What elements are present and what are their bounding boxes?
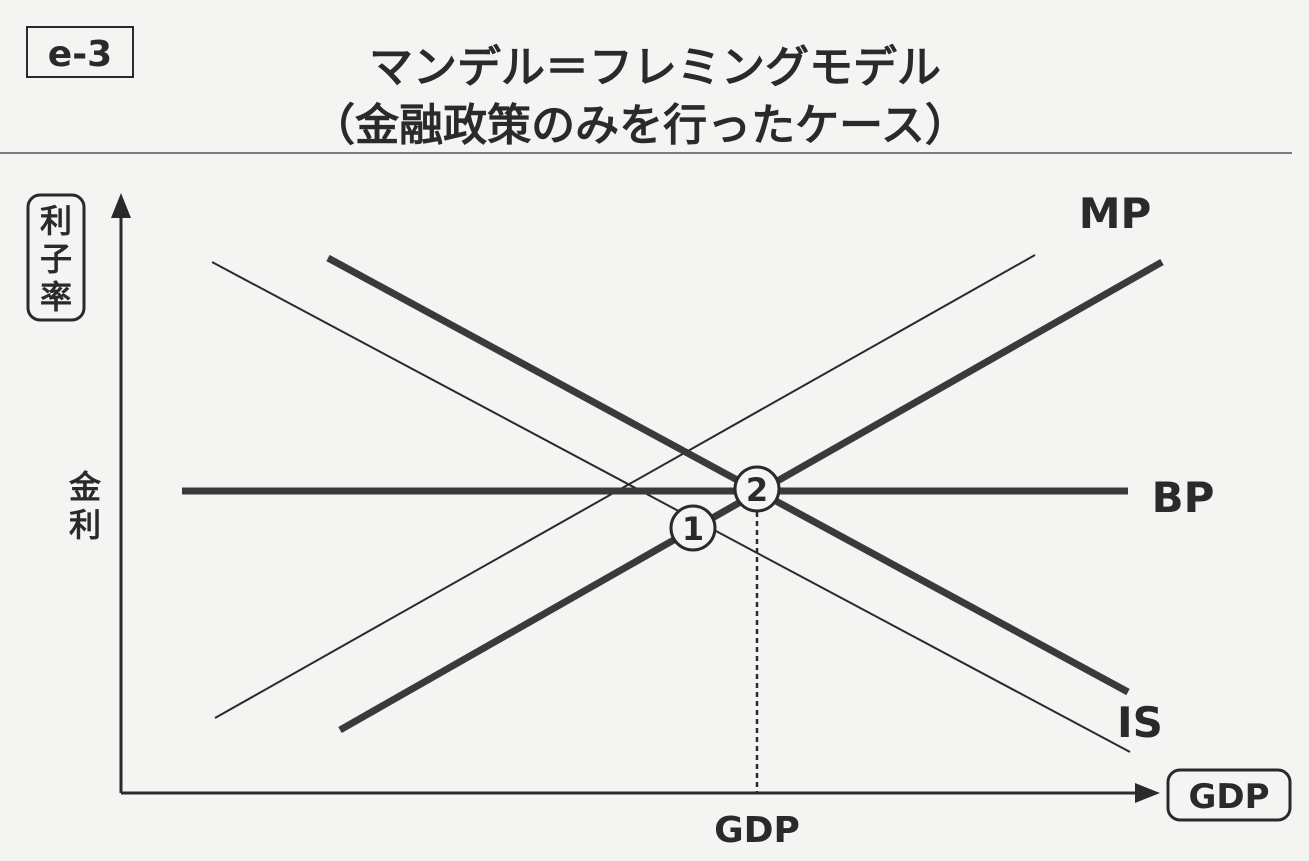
x-marker-label: GDP bbox=[714, 810, 800, 851]
is-curve-shifted bbox=[326, 254, 1130, 696]
y-marker-label-char: 金 bbox=[68, 468, 102, 506]
bp-label: BP bbox=[1152, 473, 1215, 522]
equilibrium-point-2 bbox=[733, 465, 781, 513]
mp-curve-initial bbox=[214, 254, 1036, 719]
is-curve-initial bbox=[211, 261, 1131, 753]
x-axis-label: GDP bbox=[1188, 777, 1269, 817]
code-box bbox=[26, 26, 134, 78]
y-axis-label-char: 子 bbox=[40, 240, 72, 278]
y-axis-label-char: 利 bbox=[40, 202, 72, 240]
y-marker-label-char: 利 bbox=[69, 506, 101, 544]
point-2-label: 2 bbox=[746, 471, 768, 509]
point-1-label: 1 bbox=[682, 510, 704, 548]
y-axis-label-box bbox=[26, 193, 86, 322]
y-axis-label-char: 率 bbox=[40, 278, 72, 316]
code-label: e-3 bbox=[48, 34, 112, 75]
is-label: IS bbox=[1117, 698, 1163, 747]
x-axis-arrow-icon bbox=[1135, 783, 1160, 803]
y-axis-arrow-icon bbox=[111, 193, 131, 218]
title-line2: （金融政策のみを行ったケース） bbox=[311, 100, 969, 151]
equilibrium-point-1 bbox=[669, 504, 717, 552]
mp-label: MP bbox=[1079, 189, 1152, 238]
x-axis-label-box bbox=[1166, 768, 1292, 822]
title-line1: マンデル＝フレミングモデル bbox=[369, 42, 941, 93]
